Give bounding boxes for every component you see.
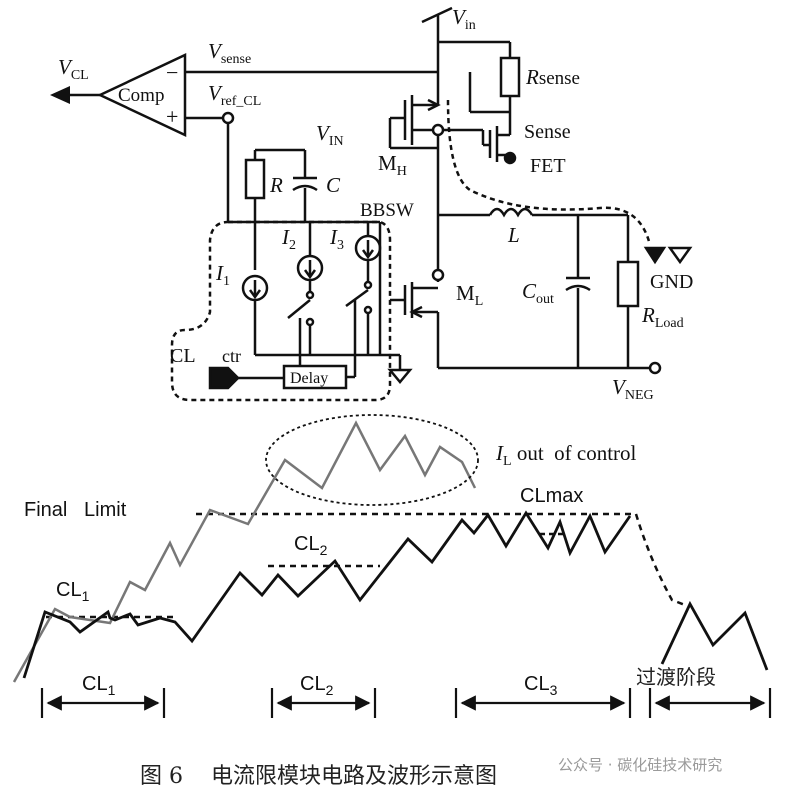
il-out-label: IL out of control <box>495 441 637 469</box>
figure-caption: 图 6 电流限模块电路及波形示意图 <box>140 764 497 789</box>
rload-label: RLoad <box>641 303 684 331</box>
gnd-label: GND <box>650 271 693 293</box>
clmax-label: CLmax <box>520 485 583 507</box>
sense-fet-node <box>503 151 517 165</box>
cl2-top-label: CL2 <box>294 533 328 558</box>
segment-cl1-label: CL1 <box>82 673 116 698</box>
sense-label: Sense <box>524 121 571 143</box>
waveform-plot <box>12 420 769 683</box>
segment-cl2-label: CL2 <box>300 673 334 698</box>
inductor <box>488 207 534 218</box>
delay-label: Delay <box>290 370 328 387</box>
gnd-symbol <box>643 246 667 265</box>
out-of-control-ellipse <box>265 414 479 506</box>
cl-ctr-input <box>208 366 240 390</box>
mh-source-node <box>431 123 445 137</box>
ml-drain-node <box>431 268 445 282</box>
rsense-label: Rsense <box>525 65 580 89</box>
vneg-label: VNEG <box>612 375 654 403</box>
rsense-resistor <box>499 56 521 98</box>
il-out-of-control-wave <box>12 420 477 683</box>
vref-label: Vref_CL <box>208 81 261 109</box>
vin-label: Vin <box>452 5 476 33</box>
l-label: L <box>507 223 520 247</box>
i3-label: I3 <box>329 225 344 253</box>
mh-label: MH <box>378 151 407 179</box>
r-label: R <box>269 173 283 197</box>
cl1-top-label: CL1 <box>56 579 90 604</box>
i2-label: I2 <box>281 225 296 253</box>
transition-wave <box>660 600 769 671</box>
comparator <box>97 53 187 137</box>
ctrl-ground <box>387 368 413 384</box>
r-resistor <box>244 158 266 200</box>
cl-label: CL <box>170 345 196 367</box>
final-limit-label: Final Limit <box>24 499 127 521</box>
i1-label: I1 <box>215 261 230 289</box>
il-controlled-wave <box>22 510 632 679</box>
bbsw-label: BBSW <box>360 200 414 221</box>
vneg-node <box>648 361 662 375</box>
schematic-wires <box>50 6 693 390</box>
c-label: C <box>326 173 341 197</box>
rload-resistor <box>616 260 640 308</box>
vsense-label: Vsense <box>208 39 251 67</box>
vref-node <box>221 111 235 125</box>
comp-minus: − <box>166 60 178 85</box>
vcl-label: VCL <box>58 55 89 83</box>
ctr-label: ctr <box>222 346 241 366</box>
vcl-output-arrow <box>50 86 70 104</box>
segment-cl3-label: CL3 <box>524 673 558 698</box>
fet-label: FET <box>530 155 566 177</box>
comp-plus: + <box>166 104 178 129</box>
transition-label: 过渡阶段 <box>636 665 716 689</box>
comp-label: Comp <box>118 85 164 106</box>
watermark: 公众号 · 碳化硅技术研究 <box>558 756 722 774</box>
ml-label: ML <box>456 281 483 309</box>
cout-label: Cout <box>522 279 554 307</box>
segment-markers <box>40 688 772 718</box>
vin-upper-label: VIN <box>316 121 344 149</box>
